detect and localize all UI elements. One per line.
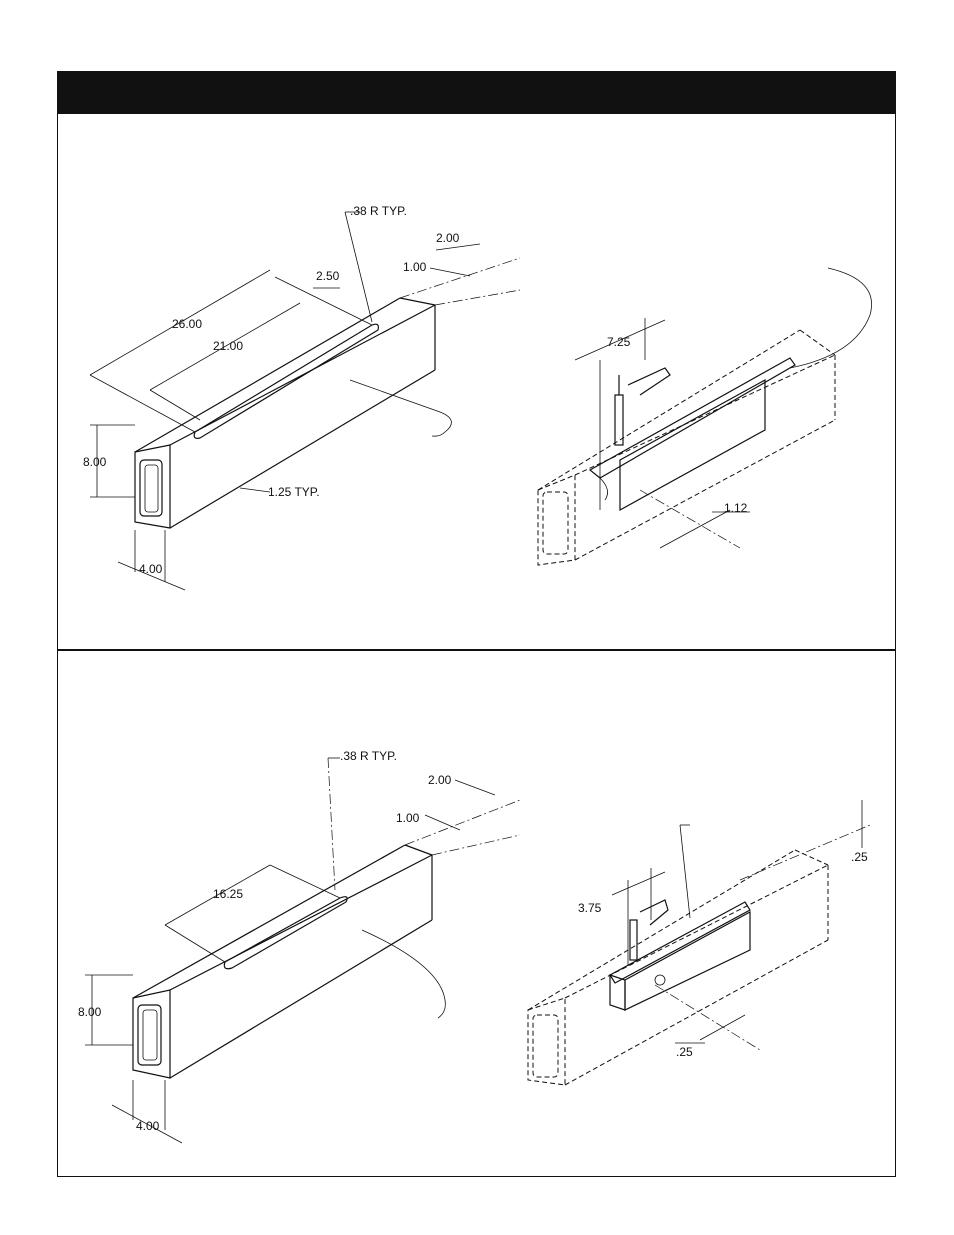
bottom-left-beam-view: [85, 758, 520, 1143]
top-lateral-label: 1.12: [724, 501, 748, 515]
top-left-beam-view: [90, 212, 520, 590]
top-length-total-label: 26.00: [172, 317, 202, 331]
bottom-length-slot-label: 16.25: [213, 887, 243, 901]
bottom-right-assembly-view: [528, 800, 870, 1085]
top-vertical-label: 7.25: [607, 335, 631, 349]
top-edge-label: 1.25 TYP.: [268, 485, 320, 499]
top-length-slot-label: 21.00: [213, 339, 243, 353]
top-offset-label: 2.50: [316, 269, 340, 283]
top-right-assembly-view: [538, 268, 872, 565]
top-width-a-label: 2.00: [436, 231, 460, 245]
top-height-label: 8.00: [83, 455, 107, 469]
bottom-top-offset-label: .25: [851, 850, 868, 864]
bottom-width-a-label: 2.00: [428, 773, 452, 787]
bottom-width-b-label: 1.00: [396, 811, 420, 825]
bottom-lateral-label: .25: [676, 1045, 693, 1059]
bottom-vertical-label: 3.75: [578, 901, 602, 915]
bottom-height-label: 8.00: [78, 1005, 102, 1019]
top-radius-label: .38 R TYP.: [350, 204, 407, 218]
top-left-dim-labels: .38 R TYP. 2.00 1.00 2.50 26.00 21.00 8.…: [83, 204, 460, 576]
top-right-dim-labels: 7.25 1.12: [607, 335, 748, 515]
bottom-depth-label: 4.00: [136, 1119, 160, 1133]
bottom-radius-label: .38 R TYP.: [340, 749, 397, 763]
top-width-b-label: 1.00: [403, 260, 427, 274]
top-depth-label: 4.00: [139, 562, 163, 576]
